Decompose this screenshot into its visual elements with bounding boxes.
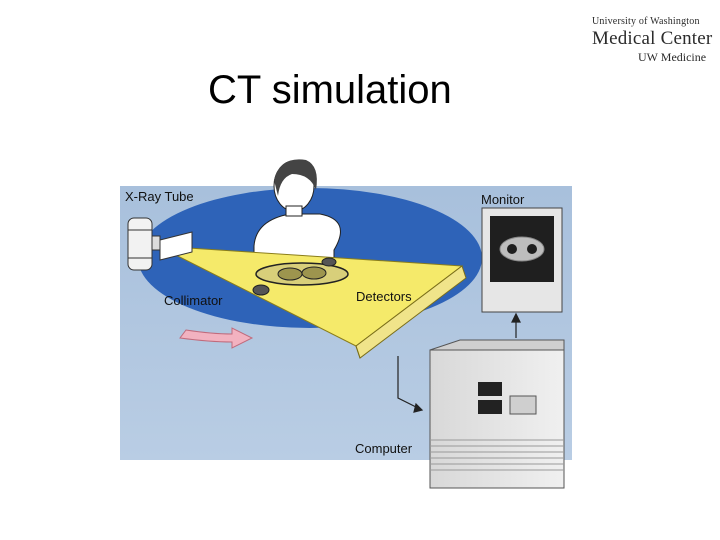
label-collimator: Collimator [164, 293, 223, 308]
rotation-arrow [179, 327, 254, 349]
label-monitor: Monitor [481, 192, 525, 207]
ct-diagram: X-Ray Tube Collimator Detectors Monitor … [120, 150, 572, 494]
label-xray-tube: X-Ray Tube [125, 189, 194, 204]
logo-line-medical-center: Medical Center [592, 28, 713, 49]
collimator-plate [159, 231, 193, 261]
computer [429, 339, 565, 489]
patient-cross-section [252, 257, 349, 296]
logo-line-university: University of Washington [592, 16, 700, 27]
patient [253, 159, 341, 263]
logo-line-uw-medicine: UW Medicine [638, 50, 707, 64]
label-computer: Computer [355, 441, 413, 456]
label-detectors: Detectors [356, 289, 412, 304]
monitor [481, 207, 563, 313]
slide-title: CT simulation [208, 68, 452, 112]
signal-arrows [397, 312, 521, 413]
ct-diagram-illustration [120, 159, 572, 489]
uw-medicine-logo: University of Washington Medical Center … [590, 14, 712, 64]
